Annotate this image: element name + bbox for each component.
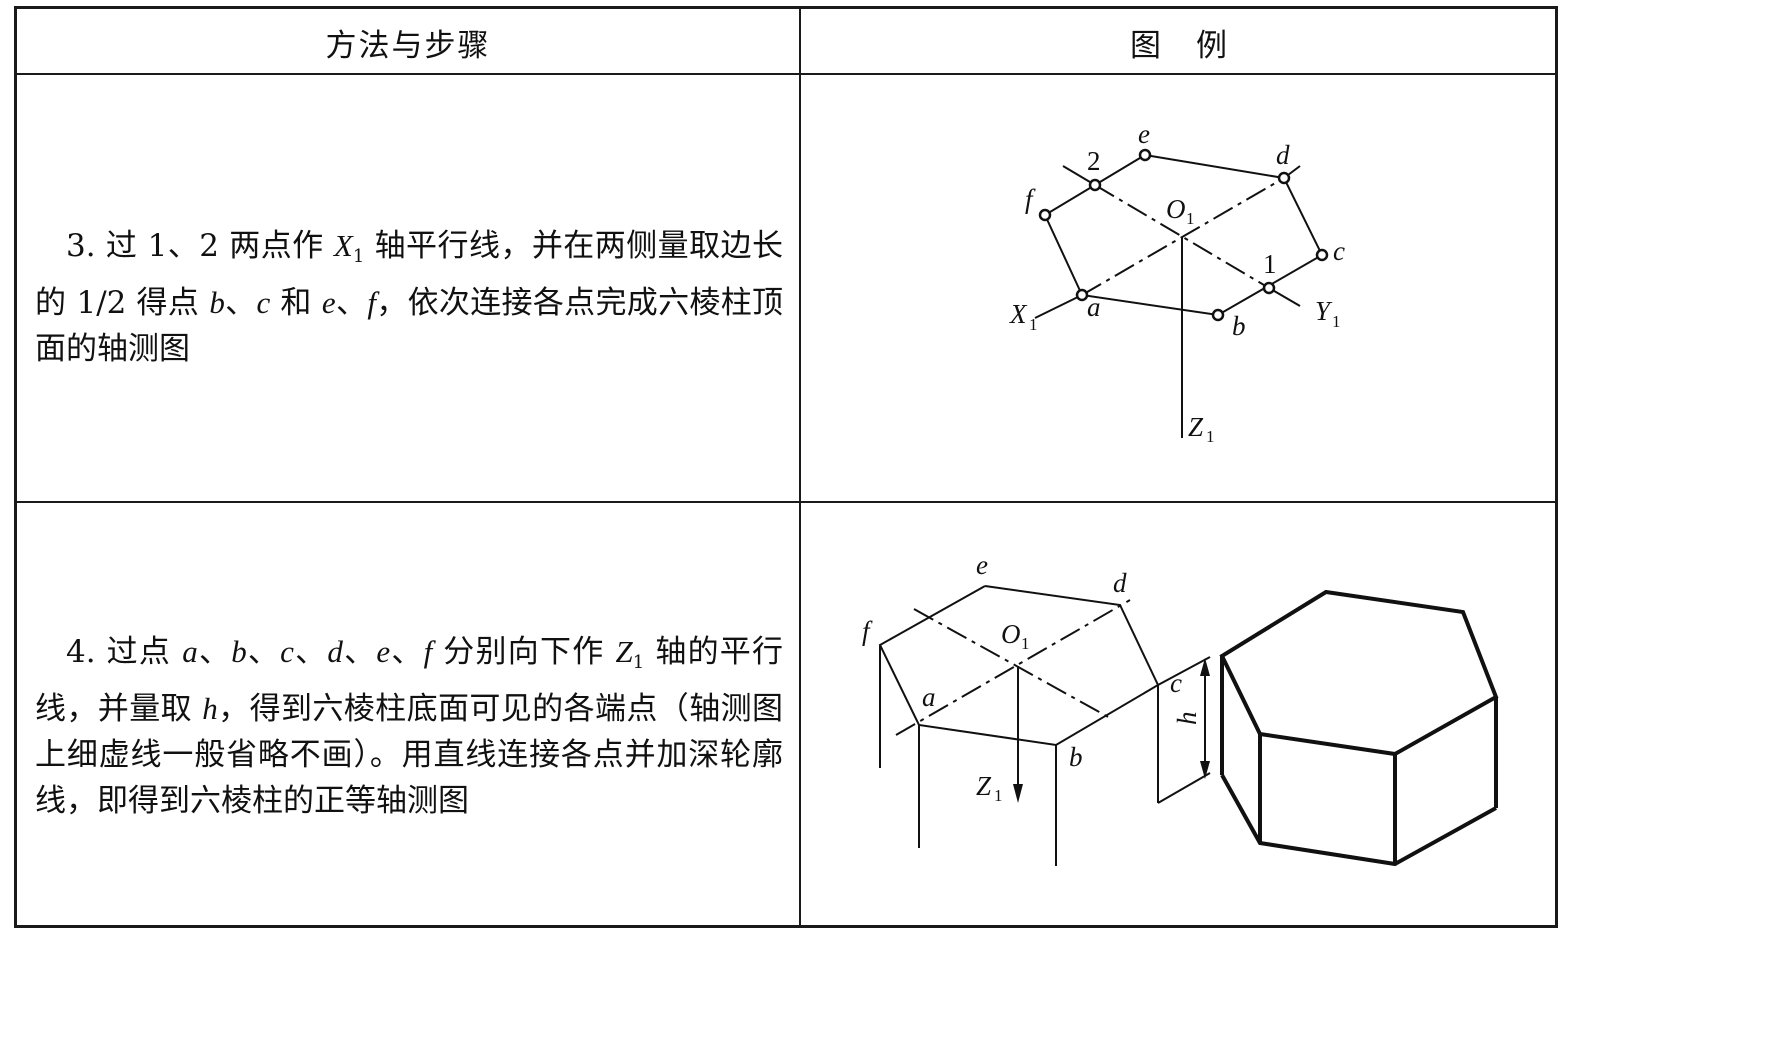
dim-arrow-top bbox=[1200, 658, 1210, 676]
dim-ext-top bbox=[1157, 656, 1211, 686]
label-e: e bbox=[1138, 119, 1150, 149]
label-x1: X bbox=[1009, 299, 1028, 329]
label-1: 1 bbox=[1263, 249, 1277, 279]
label-d: d bbox=[1276, 140, 1290, 170]
fig2-label-b: b bbox=[1069, 742, 1083, 772]
fig2-centerline-2 bbox=[895, 599, 1131, 736]
point-c bbox=[1315, 248, 1329, 262]
label-o1-sub: 1 bbox=[1186, 209, 1195, 228]
point-a bbox=[1075, 288, 1089, 302]
label-z1-sub: 1 bbox=[1206, 427, 1215, 446]
label-o1: O bbox=[1166, 194, 1186, 224]
point-b bbox=[1211, 308, 1225, 322]
label-c: c bbox=[1333, 236, 1345, 266]
header-figure: 图 例 bbox=[1130, 27, 1229, 64]
column-divider bbox=[799, 9, 801, 925]
fig2-label-z1: Z bbox=[976, 771, 992, 801]
z1-arrow bbox=[1013, 784, 1023, 803]
header-divider bbox=[17, 73, 1555, 75]
method-table: 方法与步骤 图 例 3. 过 1、2 两点作 X1 轴平行线，并在两侧量取边长的… bbox=[14, 6, 1558, 928]
fig2-label-f: f bbox=[862, 616, 873, 646]
point-2 bbox=[1088, 178, 1102, 192]
step-3-paragraph: 3. 过 1、2 两点作 X1 轴平行线，并在两侧量取边长的 1/2 得点 b、… bbox=[35, 228, 784, 367]
fig2-label-z1-sub: 1 bbox=[994, 786, 1003, 805]
point-e bbox=[1138, 148, 1152, 162]
label-y1: Y bbox=[1315, 296, 1333, 326]
point-f bbox=[1038, 208, 1052, 222]
fig2-label-o1-sub: 1 bbox=[1021, 634, 1030, 653]
header-method: 方法与步骤 bbox=[325, 27, 491, 64]
step-4-paragraph: 4. 过点 a、b、c、d、e、f 分别向下作 Z1 轴的平行线，并量取 h，得… bbox=[35, 634, 784, 819]
label-z1: Z bbox=[1188, 412, 1204, 442]
fig2-label-o1: O bbox=[1001, 619, 1021, 649]
fig2-label-d: d bbox=[1113, 568, 1127, 598]
x-line-ext bbox=[1034, 294, 1083, 319]
x-centerline bbox=[1081, 177, 1285, 296]
label-y1-sub: 1 bbox=[1332, 312, 1341, 331]
point-d bbox=[1277, 171, 1291, 185]
point-1 bbox=[1262, 281, 1276, 295]
fig2-label-c: c bbox=[1170, 668, 1182, 698]
final-prism-top bbox=[1219, 589, 1499, 757]
label-a: a bbox=[1087, 292, 1101, 322]
step-4-text: 4. 过点 a、b、c、d、e、f 分别向下作 Z1 轴的平行线，并量取 h，得… bbox=[35, 629, 783, 824]
step-3-text: 3. 过 1、2 两点作 X1 轴平行线，并在两侧量取边长的 1/2 得点 b、… bbox=[35, 223, 783, 372]
label-x1-sub: 1 bbox=[1029, 315, 1038, 334]
fig2-label-e: e bbox=[976, 550, 988, 580]
row-divider bbox=[17, 501, 1555, 503]
fig2-label-a: a bbox=[922, 682, 936, 712]
dim-ext-bottom bbox=[1157, 772, 1211, 804]
dim-arrow-bottom bbox=[1200, 761, 1210, 779]
label-f: f bbox=[1025, 184, 1036, 214]
fig2-label-h: h bbox=[1172, 712, 1202, 726]
y-centerline bbox=[1094, 184, 1270, 289]
label-2: 2 bbox=[1087, 146, 1101, 176]
label-b: b bbox=[1232, 311, 1246, 341]
final-prism-bottom bbox=[1220, 774, 1497, 867]
